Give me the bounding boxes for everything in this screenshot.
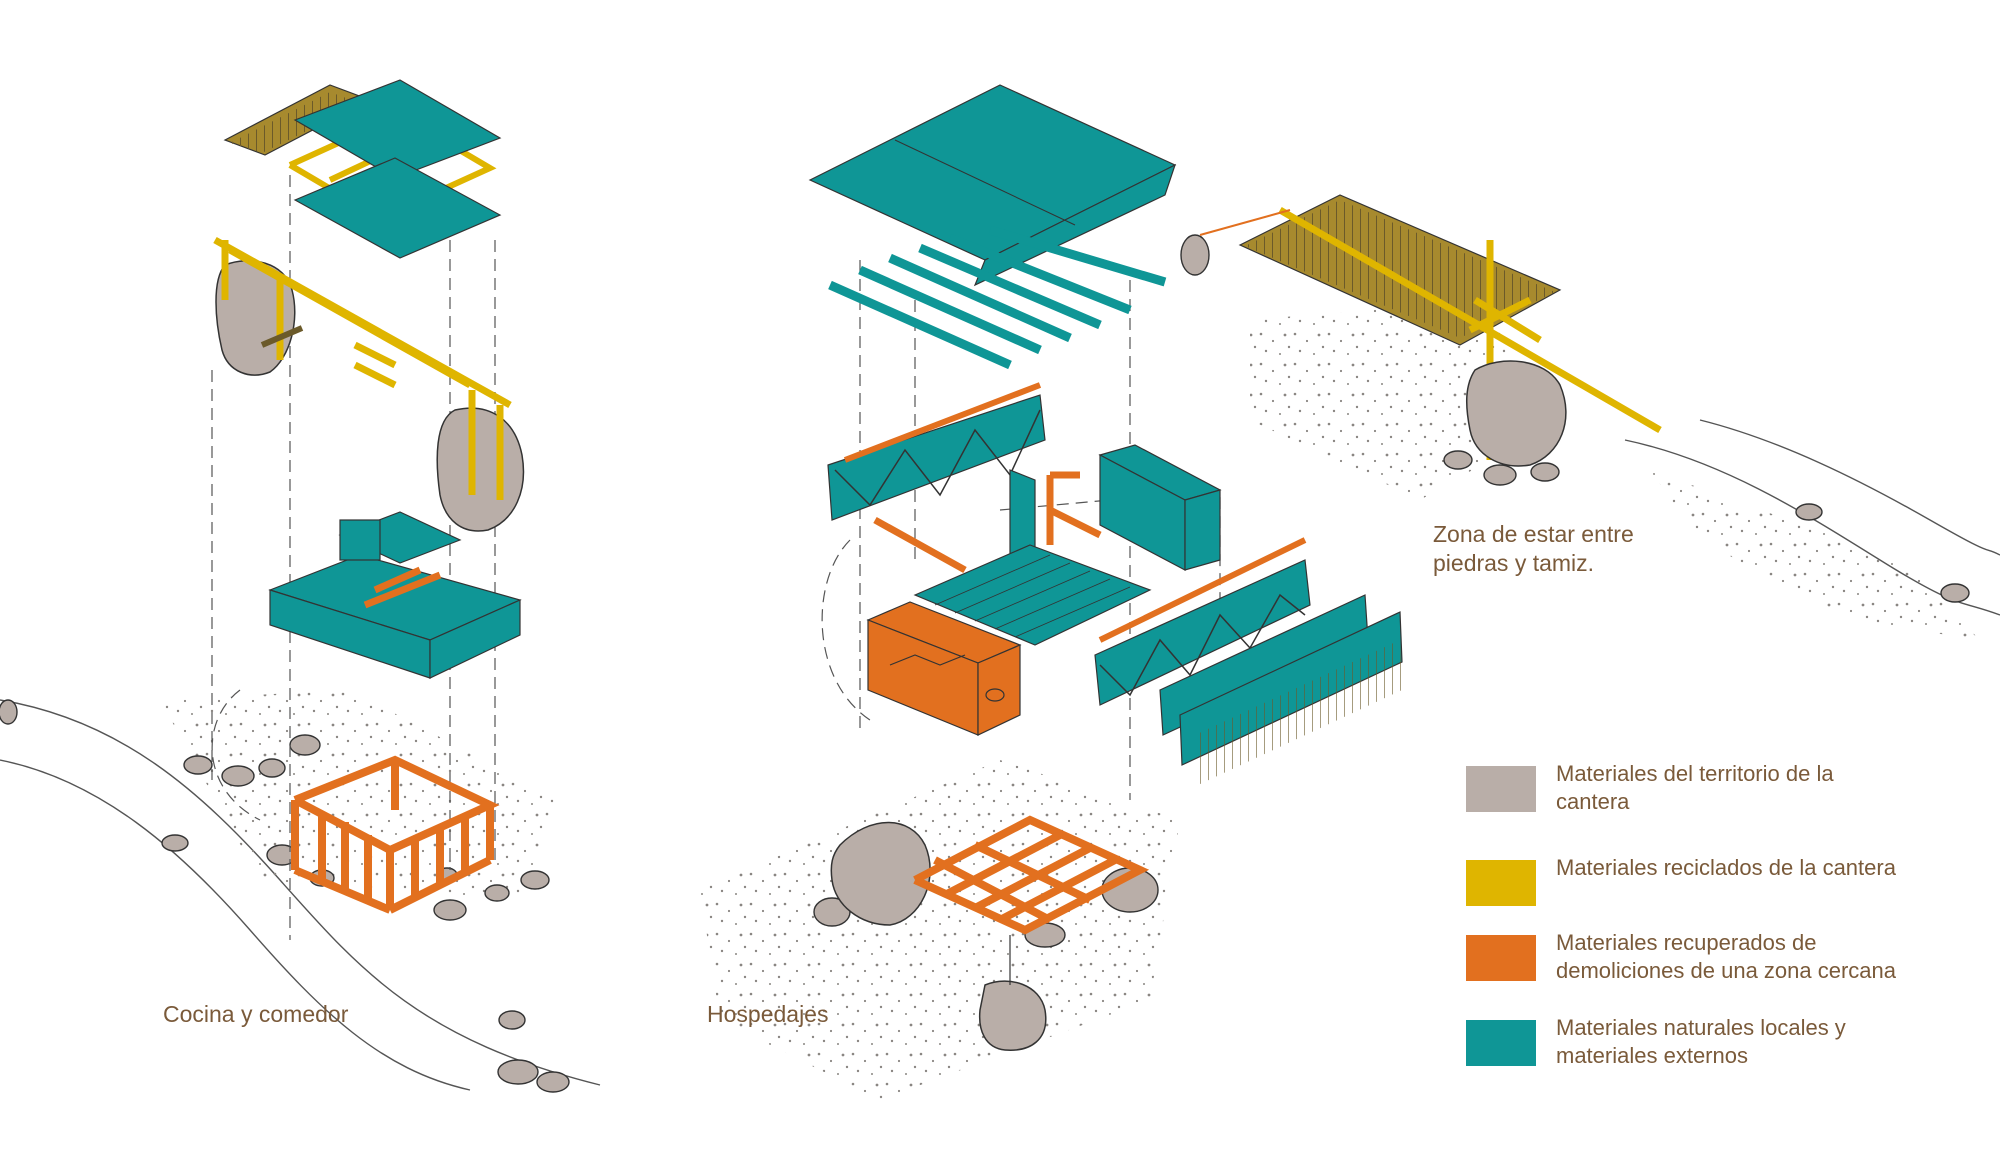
legend-swatch-natural	[1466, 1020, 1536, 1066]
kitchen-recycled-beams	[213, 236, 512, 500]
kitchen-reclaimed-frame	[291, 755, 500, 914]
lodging-stone-left	[830, 821, 931, 926]
legend-label: Materiales recuperados de demoliciones d…	[1556, 930, 1897, 983]
legend-label: Materiales del territorio de la cantera	[1556, 761, 1834, 814]
ground-stones	[0, 234, 1970, 1093]
lounge-tension-cable	[1199, 209, 1291, 236]
lodging-reclaimed-frame	[913, 815, 1150, 935]
lodging-reclaimed-bathroom-module	[866, 601, 1022, 736]
lodging-roof-beams	[828, 225, 1167, 370]
lodging-stone-hanging	[978, 935, 1047, 1051]
caption-lounge: Zona de estar entre piedras y tamiz.	[1433, 520, 1634, 578]
legend-label: Materiales reciclados de la cantera	[1556, 855, 1896, 880]
lodging-roof	[808, 84, 1177, 287]
caption-lounge-line2: piedras y tamiz.	[1433, 550, 1595, 576]
legend-swatch-recycled	[1466, 860, 1536, 906]
caption-lounge-line1: Zona de estar entre	[1433, 521, 1634, 547]
lodging-truss-right	[1094, 537, 1311, 706]
caption-kitchen-dining: Cocina y comedor	[163, 1001, 349, 1027]
caption-lodging: Hospedajes	[707, 1001, 829, 1027]
kitchen-gate-slab	[260, 325, 304, 348]
kitchen-stone-left	[215, 259, 296, 376]
gravel-areas	[160, 300, 1980, 1100]
legend-label: Materiales naturales locales y materiale…	[1556, 1015, 1846, 1068]
legend-swatch-stone	[1466, 766, 1536, 812]
lodging-deck	[913, 544, 1152, 646]
legend-swatch-reclaimed	[1466, 935, 1536, 981]
lodging-wall-slats	[1159, 594, 1403, 785]
kitchen-roof-panel-bottom	[293, 157, 502, 259]
lounge-stone	[1443, 360, 1567, 486]
projection-lines	[211, 175, 1221, 940]
kitchen-floor-module	[268, 511, 522, 679]
kitchen-stone-right	[436, 407, 525, 532]
lodging-cabinet	[1098, 444, 1222, 571]
lodging-reclaimed-posts	[873, 471, 1102, 574]
kitchen-roof-panel-top	[293, 79, 502, 179]
lodging-truss-left	[827, 382, 1046, 521]
